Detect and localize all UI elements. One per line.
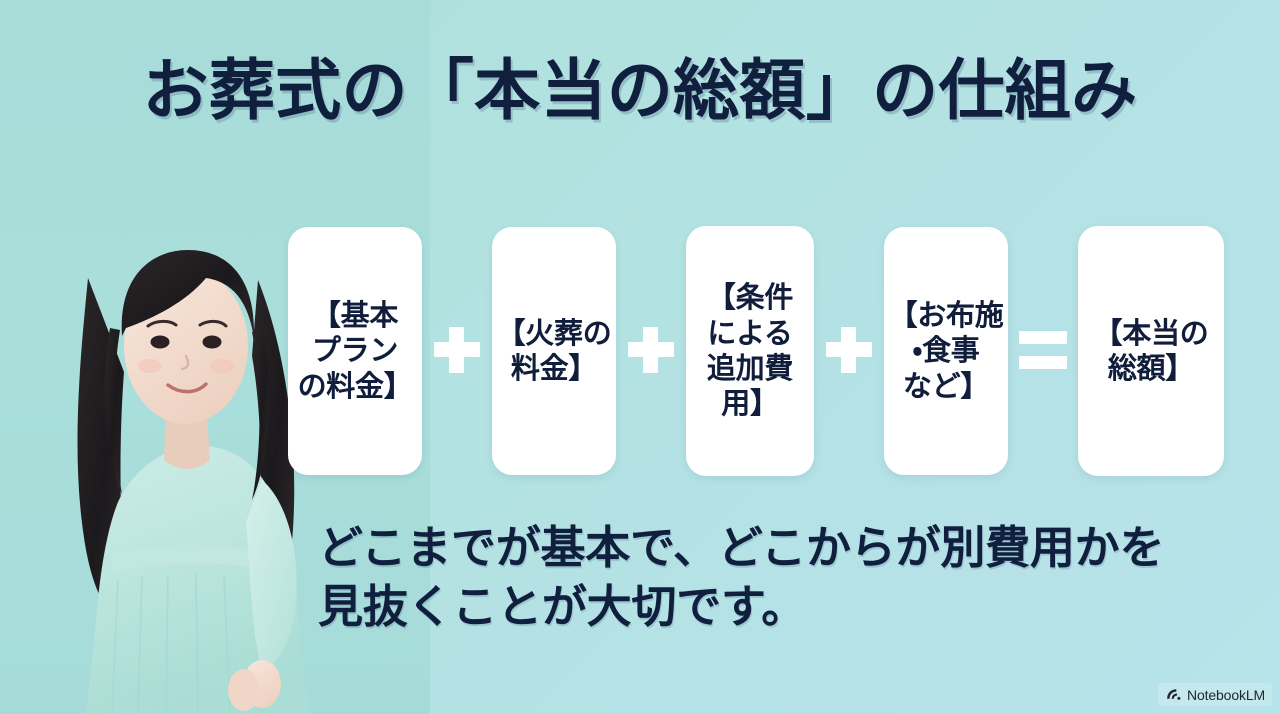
plus-icon — [628, 327, 674, 373]
operator-plus-1 — [428, 226, 486, 474]
notebooklm-badge-label: NotebookLM — [1187, 686, 1265, 703]
formula-row: 【基本 プラン の料金】 【火葬の 料金】 【条件 による 追加費 用】 【お布… — [288, 226, 1224, 476]
card-offering-label: 【お布施 ・食事 など】 — [888, 297, 1004, 403]
plus-icon — [434, 327, 480, 373]
presenter-photo — [0, 150, 430, 714]
card-true-total-label: 【本当の 総額】 — [1093, 315, 1209, 385]
notebooklm-spark-icon — [1167, 689, 1181, 700]
plus-icon — [826, 327, 872, 373]
card-conditional-label: 【条件 による 追加費 用】 — [706, 280, 794, 421]
operator-equals — [1014, 226, 1072, 474]
card-basic-plan-label: 【基本 プラン の料金】 — [297, 297, 413, 403]
card-cremation-label: 【火葬の 料金】 — [496, 315, 612, 385]
card-basic-plan[interactable]: 【基本 プラン の料金】 — [288, 227, 422, 475]
operator-plus-3 — [820, 226, 878, 474]
equals-icon — [1019, 331, 1067, 369]
operator-plus-2 — [622, 226, 680, 474]
card-conditional[interactable]: 【条件 による 追加費 用】 — [686, 226, 814, 476]
card-cremation[interactable]: 【火葬の 料金】 — [492, 227, 616, 475]
notebooklm-badge: NotebookLM — [1158, 683, 1272, 706]
card-offering[interactable]: 【お布施 ・食事 など】 — [884, 227, 1008, 475]
slide-title: お葬式の「本当の総額」の仕組み — [142, 52, 1138, 129]
card-true-total[interactable]: 【本当の 総額】 — [1078, 226, 1224, 476]
slide-caption: どこまでが基本で、どこからが別費用かを 見抜くことが大切です。 — [318, 521, 1165, 634]
